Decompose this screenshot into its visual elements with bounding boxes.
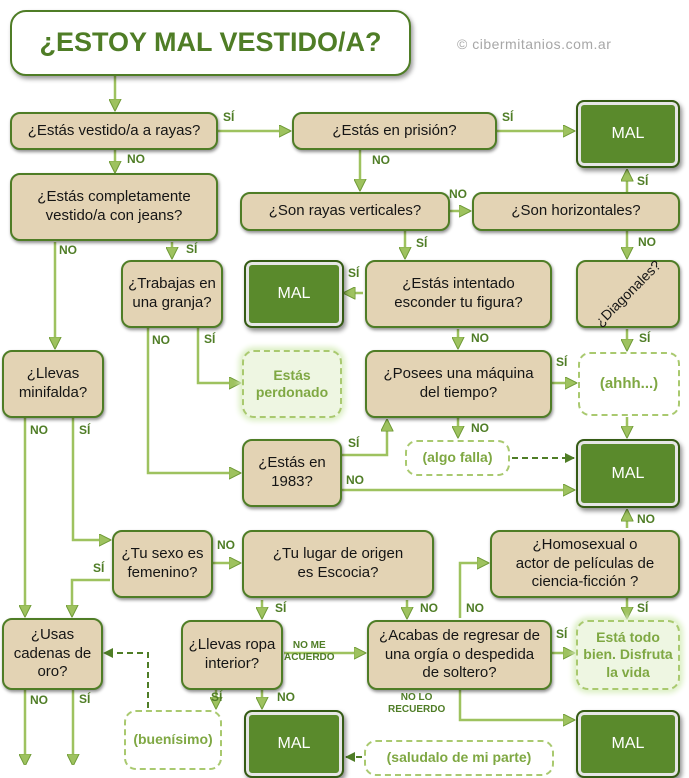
edge-label-si: SÍ [348,436,360,450]
result-disfruta: Está todo bien. Disfruta la vida [576,620,680,690]
edge-label-no: NO [127,152,145,166]
edge-label-si: SÍ [204,332,216,346]
edge-label-no: NO [30,693,48,707]
edge-label-si: SÍ [639,331,651,345]
node-granja: ¿Trabajas en una granja? [121,260,223,328]
node-prision: ¿Estás en prisión? [292,112,497,150]
edge-label-no: NO [471,331,489,345]
arrow-granja-perdonado [196,328,240,383]
result-perdonado: Estás perdonado [242,350,342,418]
note-ahhh: (ahhh...) [578,352,680,416]
edge-label-si: SÍ [79,423,91,437]
note-buenisimo: (buenísimo) [124,710,222,770]
edge-label-si: SÍ [275,601,287,615]
diagonales-text: ¿Diagonales? [591,257,664,330]
edge-label-si: SÍ [556,627,568,641]
result-mal-ropa: MAL [244,710,344,778]
edge-label-si: SÍ [211,690,223,704]
edge-label-no: NO [59,243,77,257]
node-verticales: ¿Son rayas verticales? [240,192,450,231]
node-1983: ¿Estás en 1983? [242,439,342,507]
edge-label-no: NO [637,512,655,526]
node-ropa: ¿Llevas ropa interior? [181,620,283,690]
edge-label-no: NO [420,601,438,615]
edge-label-no-lo-recuerdo: NO LO RECUERDO [388,692,446,715]
node-jeans: ¿Estás completamente vestido/a con jeans… [10,173,218,241]
result-mal-center: MAL [576,439,680,508]
edge-label-no: NO [30,423,48,437]
result-mal-orgia: MAL [576,710,680,778]
edge-label-si: SÍ [79,692,91,706]
edge-label-si: SÍ [416,236,428,250]
node-rayas: ¿Estás vestido/a a rayas? [10,112,218,150]
arrow-1983-maquina [342,420,387,457]
node-cadenas: ¿Usas cadenas de oro? [2,618,103,690]
node-homosexual: ¿Homosexual o actor de películas de cien… [490,530,680,598]
result-mal-prision: MAL [576,100,680,168]
note-saludalo: (saludalo de mi parte) [364,740,554,776]
node-diagonales: ¿Diagonales? [576,257,680,330]
edge-label-no: NO [346,473,364,487]
edge-label-no: NO [372,153,390,167]
node-maquina: ¿Posees una máquina del tiempo? [365,350,552,418]
node-sexo: ¿Tu sexo es femenino? [112,530,213,598]
edge-label-no: NO [277,690,295,704]
arrow-minifalda-sexo [71,418,110,540]
page-title: ¿ESTOY MAL VESTIDO/A? [10,10,411,76]
edge-label-no: NO [471,421,489,435]
node-escocia: ¿Tu lugar de origen es Escocia? [242,530,434,598]
edge-label-si: SÍ [93,561,105,575]
node-horizontales: ¿Son horizontales? [472,192,680,231]
edge-label-no: NO [449,187,467,201]
edge-label-si: SÍ [186,242,198,256]
arrow-orgia-homosexual [458,563,488,618]
node-orgia: ¿Acabas de regresar de una orgía o despe… [367,620,552,690]
edge-label-no: NO [217,538,235,552]
edge-label-no: NO [152,333,170,347]
result-mal-esconder: MAL [244,260,344,328]
edge-label-no: NO [466,601,484,615]
credit-watermark: © cibermitanios.com.ar [457,36,612,52]
edge-label-si: SÍ [637,174,649,188]
arrow-sexo-cadenas [72,578,110,616]
edge-label-si: SÍ [637,601,649,615]
arrow-granja-1983 [146,328,240,473]
node-minifalda: ¿Llevas minifalda? [2,350,104,418]
node-esconder: ¿Estás intentado esconder tu figura? [365,260,552,328]
arrow-orgia-mal [458,690,574,720]
edge-label-si: SÍ [348,266,360,280]
edge-label-no: NO [638,235,656,249]
dashed-buenisimo-cadenas [103,648,149,708]
edge-label-si: SÍ [556,355,568,369]
edge-label-si: SÍ [223,110,235,124]
note-algo-falla: (algo falla) [405,440,510,476]
edge-label-no-me-acuerdo: NO ME ACUERDO [284,640,335,663]
edge-label-si: SÍ [502,110,514,124]
